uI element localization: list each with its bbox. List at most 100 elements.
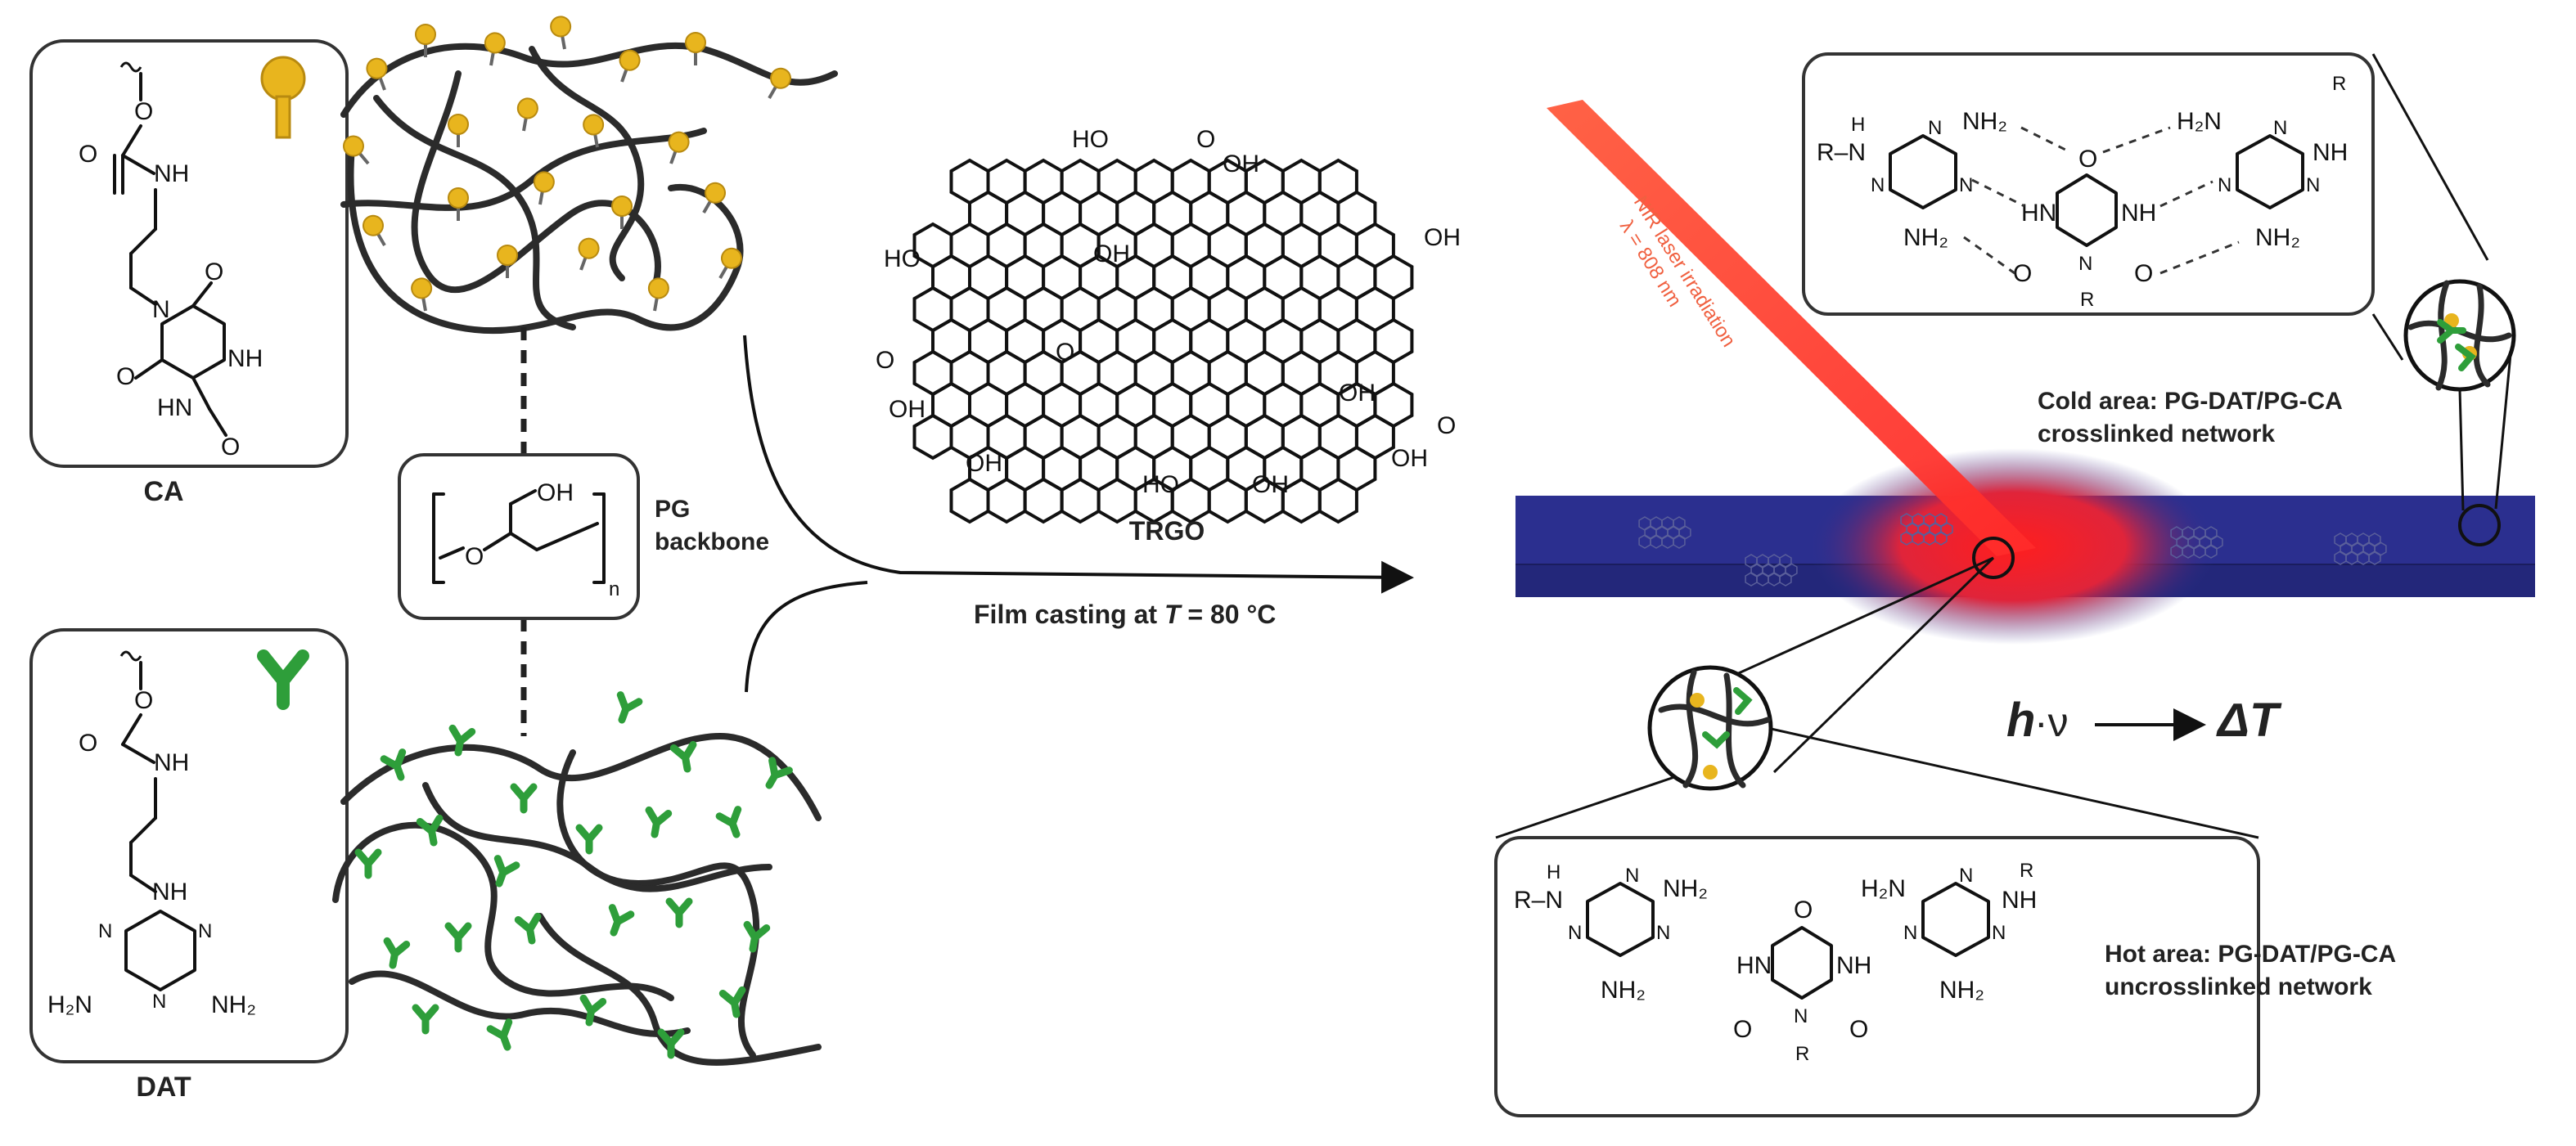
svg-text:NH₂: NH₂ [1663, 875, 1708, 902]
svg-text:N: N [152, 296, 170, 323]
svg-text:HO: HO [1142, 471, 1179, 498]
svg-text:O: O [205, 258, 223, 285]
dat-moiety-icon [657, 1028, 685, 1059]
svg-text:H₂N: H₂N [47, 991, 92, 1018]
dat-moiety-icon [257, 649, 309, 710]
svg-text:HN: HN [2021, 200, 2056, 227]
svg-text:H₂N: H₂N [2177, 108, 2222, 135]
ca-moiety-icon [363, 214, 386, 246]
pg-ca-polymer-coil [340, 16, 838, 335]
svg-text:HO: HO [884, 245, 921, 272]
ca-moiety-icon [448, 187, 469, 221]
dat-moiety-icon [514, 912, 542, 945]
dat-moiety-icon [416, 814, 444, 847]
flow-line-bottom [745, 581, 868, 693]
ca-moiety-icon [366, 57, 388, 91]
graphene-ring [1207, 477, 1248, 524]
trgo-flake-icon [2170, 526, 2223, 559]
svg-text:O: O [2134, 260, 2153, 287]
svg-text:OH: OH [1391, 445, 1428, 472]
svg-text:NH: NH [2121, 200, 2156, 227]
dat-moiety-icon [486, 1018, 513, 1051]
svg-text:O: O [2078, 146, 2097, 173]
svg-text:R–N: R–N [1514, 887, 1563, 914]
svg-text:n: n [609, 578, 619, 600]
pg-dat-polymer-coil [332, 691, 822, 1066]
ca-moiety-icon [583, 114, 605, 148]
svg-text:NH₂: NH₂ [1939, 977, 1984, 1004]
film-casting-label: Film casting at T = 80 °C [974, 600, 1276, 629]
svg-text:N: N [1928, 117, 1942, 139]
ca-moiety-icon [343, 135, 370, 165]
svg-text:NH: NH [2313, 139, 2348, 166]
trgo-flake-icon [1638, 516, 1691, 549]
ca-moiety-icon [497, 245, 518, 278]
svg-text:O: O [116, 363, 135, 390]
svg-text:NH: NH [154, 160, 189, 187]
dat-moiety-icon [765, 757, 793, 789]
svg-text:O: O [79, 730, 97, 757]
graphene-ring [1060, 477, 1101, 524]
ca-moiety-icon [611, 195, 633, 229]
hot-area-sublabel: uncrosslinked network [2105, 973, 2372, 1000]
svg-text:R: R [2080, 289, 2094, 311]
dat-moiety-icon [383, 937, 411, 969]
ca-moiety-icon [415, 24, 436, 57]
nu-symbol: ·ν [2034, 699, 2069, 745]
dat-moiety-icon [448, 724, 476, 757]
ca-moiety-icon [578, 237, 600, 271]
svg-text:OH: OH [1424, 224, 1461, 251]
svg-text:OH: OH [1093, 240, 1130, 267]
ca-moiety-icon [533, 171, 555, 205]
ca-moiety-icon [768, 67, 791, 99]
svg-text:H: H [1547, 861, 1560, 883]
cold-area-label: Cold area: PG-DAT/PG-CA [2038, 388, 2343, 415]
svg-text:HN: HN [1736, 952, 1772, 979]
svg-text:NH₂: NH₂ [1903, 224, 1948, 251]
dat-moiety-icon [743, 920, 771, 953]
ca-moiety-icon [685, 32, 706, 65]
nir-laser-beam [1547, 100, 2036, 556]
svg-text:O: O [79, 141, 97, 168]
dat-moiety-icon [608, 904, 635, 937]
svg-text:OH: OH [889, 396, 925, 423]
trgo-flake-icon [2334, 533, 2387, 565]
svg-text:N: N [2218, 174, 2231, 196]
ca-moiety-icon [619, 49, 641, 83]
dat-moiety-icon [510, 783, 538, 814]
pg-backbone-panel: O OH n PG backbone [398, 453, 769, 620]
svg-text:O: O [876, 347, 894, 374]
hot-area-zoom: R–N H N N N NH₂ NH₂ O HN NH O O N R H₂N … [1494, 556, 2396, 1117]
svg-text:N: N [2306, 174, 2320, 196]
graphene-ring [1023, 477, 1064, 524]
dat-moiety-icon [715, 806, 742, 838]
ca-structure-panel: O O NH N O NH O HN O CA [29, 39, 349, 507]
svg-text:N: N [98, 920, 112, 942]
graphene-ring [1317, 477, 1358, 524]
dat-moiety-icon [493, 855, 520, 888]
dat-moiety-icon [444, 922, 472, 953]
svg-text:O: O [1733, 1016, 1752, 1043]
film-casting-arrow [743, 335, 1414, 594]
svg-text:OH: OH [537, 479, 574, 506]
dat-moiety-icon [616, 691, 643, 724]
svg-text:R: R [2020, 860, 2033, 882]
ca-moiety-icon [702, 182, 726, 213]
svg-text:NH: NH [152, 879, 187, 906]
svg-text:N: N [1992, 922, 2006, 944]
h-symbol: h [2006, 694, 2035, 747]
ca-moiety-icon [448, 114, 469, 147]
svg-text:O: O [1849, 1016, 1868, 1043]
cold-area-zoom: R–N H N N N NH₂ NH₂ O HN NH O O N R H₂N … [1802, 52, 2516, 511]
svg-text:NH₂: NH₂ [2255, 224, 2300, 251]
svg-text:R–N: R–N [1817, 139, 1866, 166]
svg-text:O: O [221, 434, 240, 461]
graphene-ring [986, 477, 1027, 524]
svg-text:NH₂: NH₂ [211, 991, 256, 1018]
backbone-label: backbone [655, 528, 769, 555]
ca-moiety-icon [484, 32, 506, 66]
trgo-flake-icon [1900, 513, 1953, 546]
dat-moiety-icon [669, 740, 697, 773]
svg-text:N: N [152, 991, 166, 1013]
svg-text:O: O [1196, 126, 1215, 153]
